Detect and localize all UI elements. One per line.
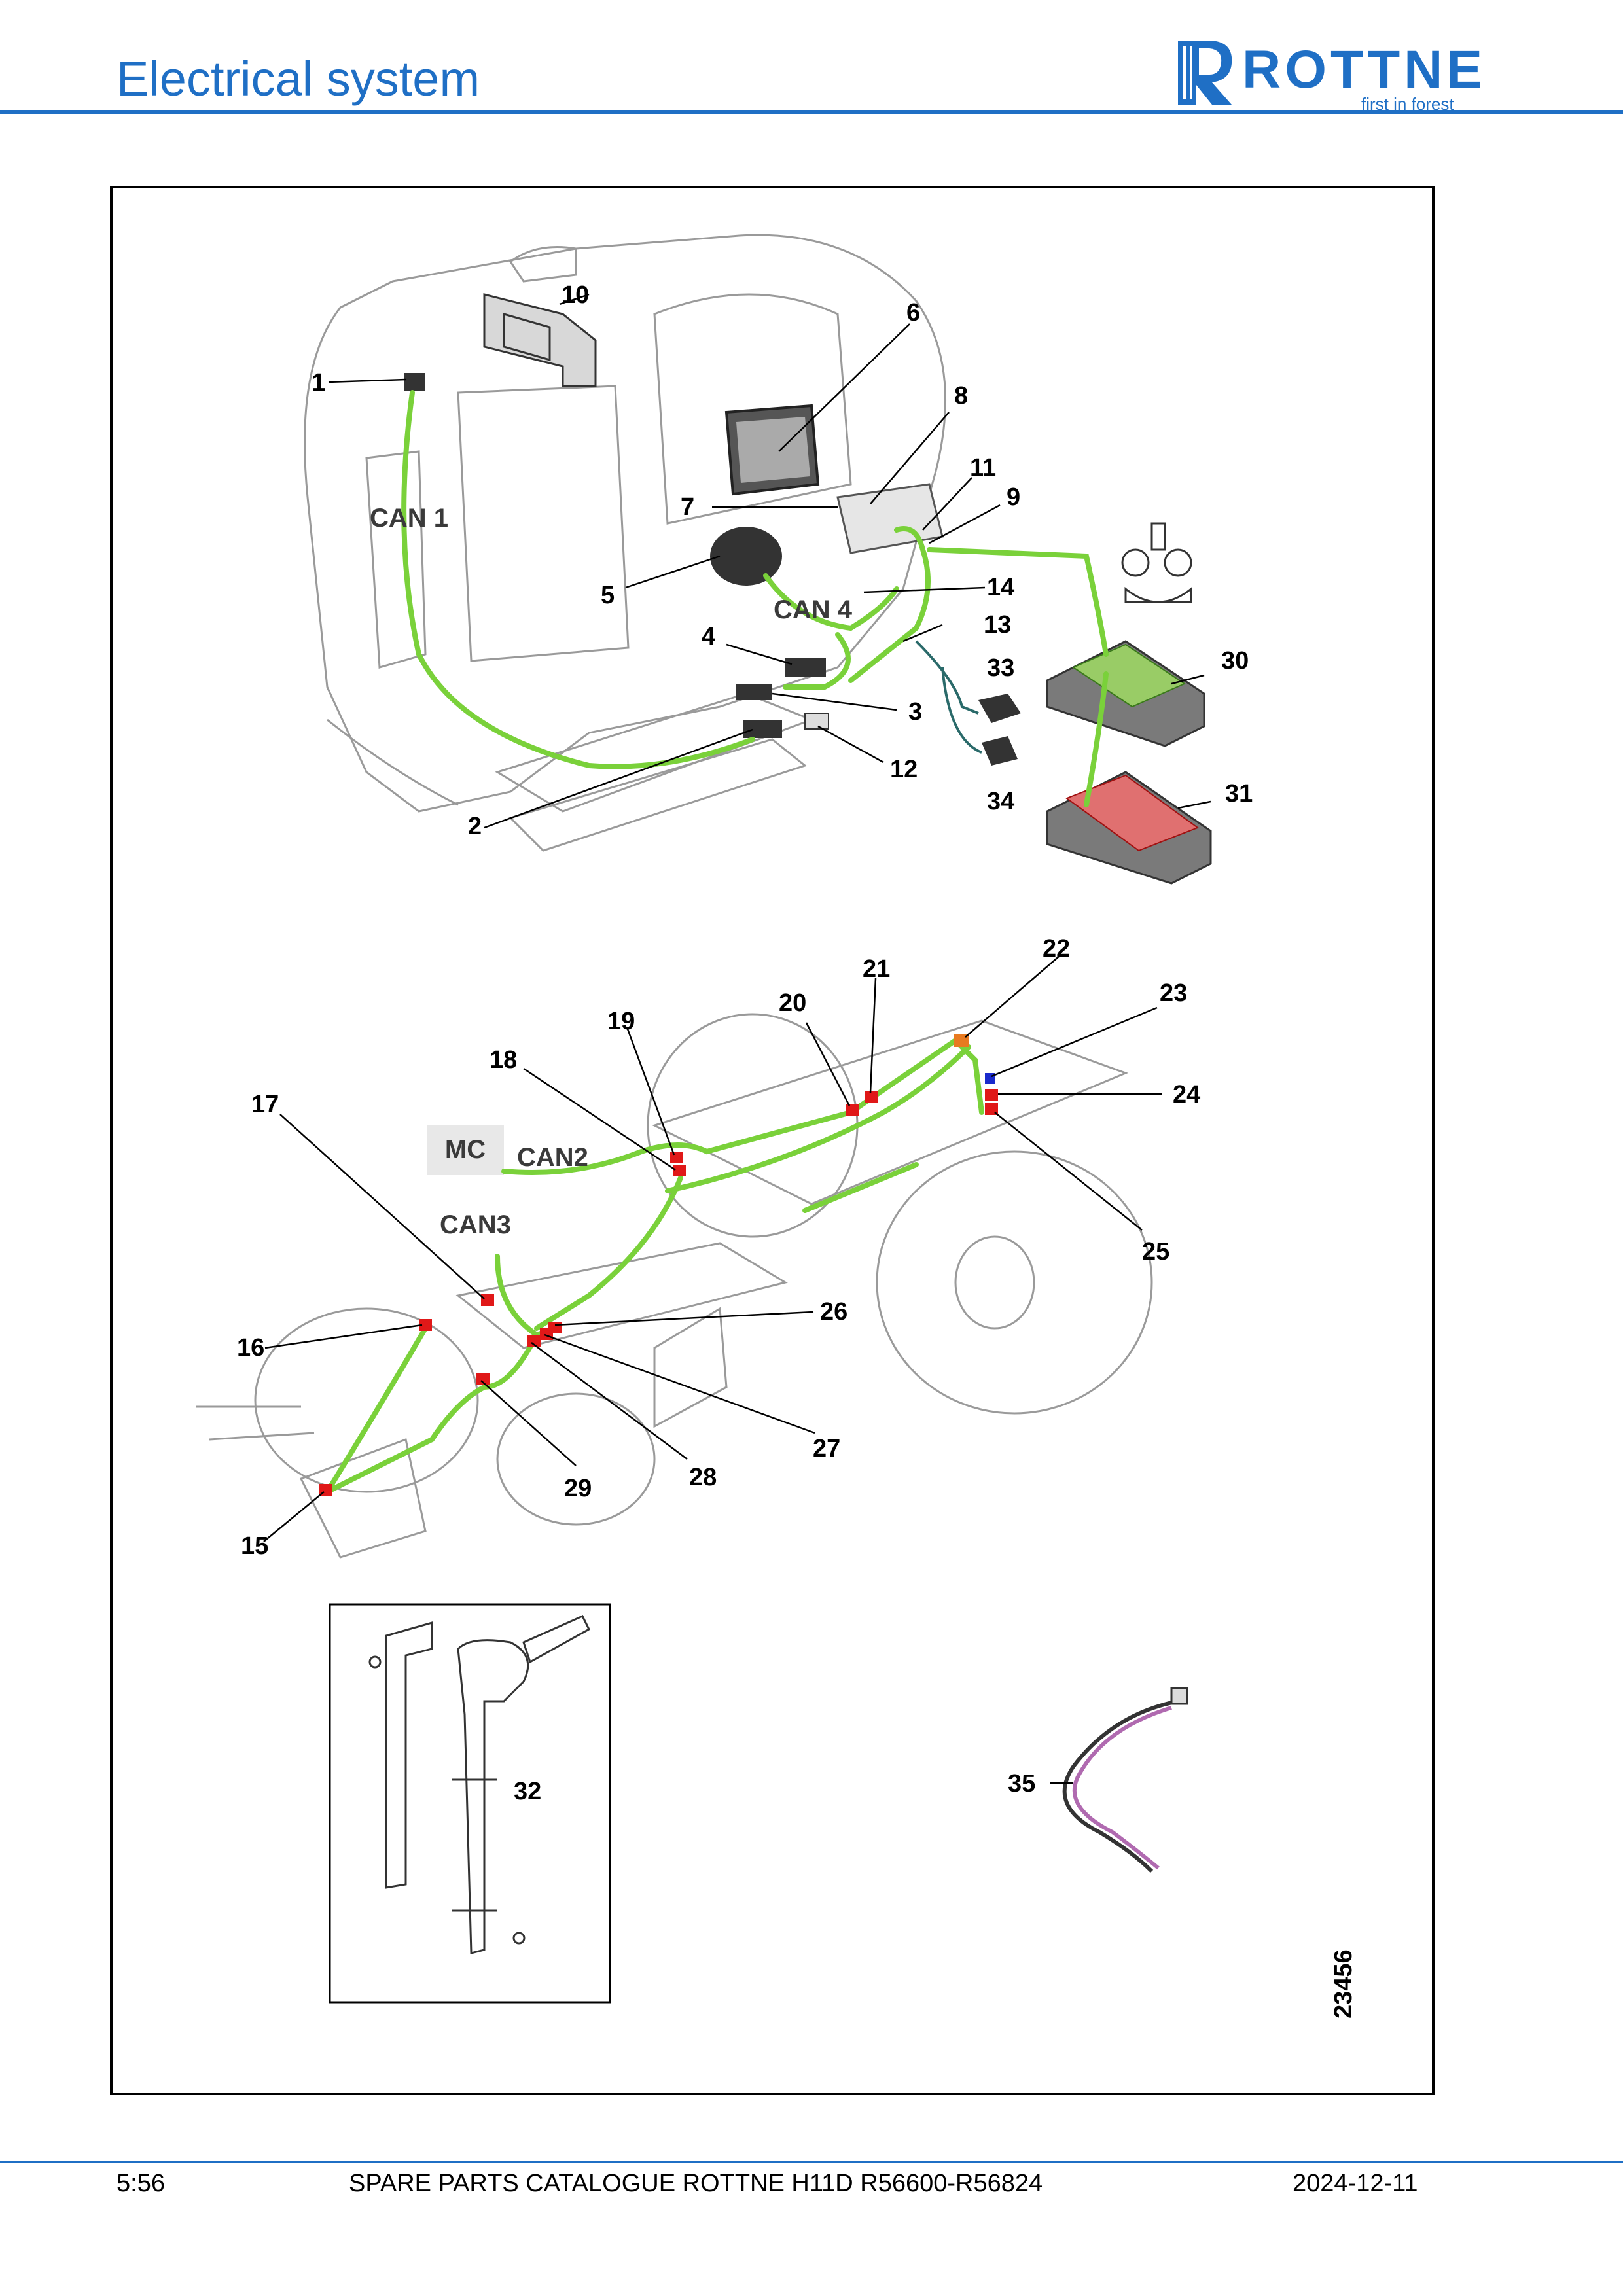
callout-30: 30 xyxy=(1221,647,1249,675)
can2-label: CAN2 xyxy=(517,1143,588,1172)
footer-divider xyxy=(0,2161,1623,2163)
callout-5: 5 xyxy=(601,582,615,609)
callout-9: 9 xyxy=(1007,484,1020,511)
sensor-bracket-part xyxy=(368,1615,590,1954)
module-3 xyxy=(736,684,772,700)
callout-2: 2 xyxy=(468,813,482,840)
callout-21: 21 xyxy=(863,955,890,983)
relay-33 xyxy=(978,694,1021,723)
callout-32: 32 xyxy=(514,1778,541,1805)
relay-wiring xyxy=(915,640,982,754)
callout-1: 1 xyxy=(312,369,325,397)
callout-8: 8 xyxy=(954,382,968,410)
can-harness-chassis xyxy=(325,1036,984,1494)
relay-34 xyxy=(982,736,1018,766)
connector-markers xyxy=(319,1034,998,1496)
callout-34: 34 xyxy=(987,788,1014,815)
header-divider xyxy=(0,110,1623,114)
fuse-board-31 xyxy=(1046,771,1212,885)
main-controller-box xyxy=(427,1125,504,1175)
callout-18: 18 xyxy=(490,1046,517,1074)
connector-24 xyxy=(985,1089,998,1101)
callout-13: 13 xyxy=(984,611,1011,639)
callout-numbers: 1 2 3 4 5 6 7 8 9 10 11 12 13 14 15 16 1… xyxy=(237,281,1253,1805)
fuse-board-30 xyxy=(1046,640,1205,747)
speaker-part xyxy=(710,527,782,586)
logo-wordmark: ROTTNE xyxy=(1242,40,1487,99)
connector-16 xyxy=(419,1319,432,1331)
callout-17: 17 xyxy=(251,1091,279,1118)
callout-26: 26 xyxy=(820,1298,847,1326)
callout-28: 28 xyxy=(689,1464,717,1491)
module-4 xyxy=(785,658,826,677)
connector-19 xyxy=(670,1152,683,1163)
callout-10: 10 xyxy=(562,281,589,309)
callout-11: 11 xyxy=(970,454,996,482)
cab-illustration xyxy=(304,234,947,852)
catalogue-title: SPARE PARTS CATALOGUE ROTTNE H11D R56600… xyxy=(349,2170,1043,2197)
connector-20 xyxy=(846,1104,859,1116)
drawing-number: 23456 xyxy=(1330,1949,1357,2019)
connector-17 xyxy=(481,1294,494,1306)
module-1 xyxy=(404,373,425,391)
connector-detail-icon xyxy=(1121,522,1192,603)
callout-14: 14 xyxy=(987,574,1014,601)
mc-label: MC xyxy=(445,1135,486,1164)
catalogue-date: 2024-12-11 xyxy=(1293,2170,1418,2197)
rottne-emblem-icon xyxy=(1178,41,1232,105)
connector-21 xyxy=(865,1091,878,1103)
can3-label: CAN3 xyxy=(440,1210,511,1239)
connector-25 xyxy=(985,1103,998,1115)
callout-31: 31 xyxy=(1225,780,1253,807)
callout-22: 22 xyxy=(1043,935,1070,963)
callout-24: 24 xyxy=(1173,1081,1200,1108)
callout-27: 27 xyxy=(813,1435,840,1462)
figure-frame xyxy=(110,186,1435,2095)
callout-3: 3 xyxy=(908,698,922,726)
callout-23: 23 xyxy=(1160,980,1187,1007)
callout-19: 19 xyxy=(607,1008,635,1035)
page-number: 5:56 xyxy=(116,2170,165,2197)
callout-6: 6 xyxy=(906,299,920,327)
display-part xyxy=(724,404,820,496)
cable-part-35 xyxy=(1062,1687,1188,1873)
control-unit-part xyxy=(836,483,944,554)
module-12 xyxy=(804,713,829,730)
callout-4: 4 xyxy=(702,623,715,650)
connector-27 xyxy=(540,1328,553,1340)
callout-33: 33 xyxy=(987,654,1014,682)
can1-label: CAN 1 xyxy=(370,504,448,533)
leader-lines xyxy=(263,293,1211,1784)
callout-15: 15 xyxy=(241,1532,268,1560)
connector-22 xyxy=(954,1034,969,1047)
can4-label: CAN 4 xyxy=(774,595,853,624)
callout-35: 35 xyxy=(1008,1770,1035,1797)
page-title: Electrical system xyxy=(116,52,480,106)
detail-inset-32 xyxy=(329,1603,611,2004)
callout-20: 20 xyxy=(779,989,806,1017)
callout-25: 25 xyxy=(1142,1238,1169,1265)
callout-29: 29 xyxy=(564,1475,592,1502)
module-2 xyxy=(743,720,782,738)
bracket-part xyxy=(483,293,597,387)
callout-12: 12 xyxy=(890,756,918,783)
callout-7: 7 xyxy=(681,493,694,521)
connector-28 xyxy=(527,1335,541,1347)
connector-18 xyxy=(673,1165,686,1176)
callout-16: 16 xyxy=(237,1334,264,1362)
connector-29 xyxy=(476,1373,490,1385)
